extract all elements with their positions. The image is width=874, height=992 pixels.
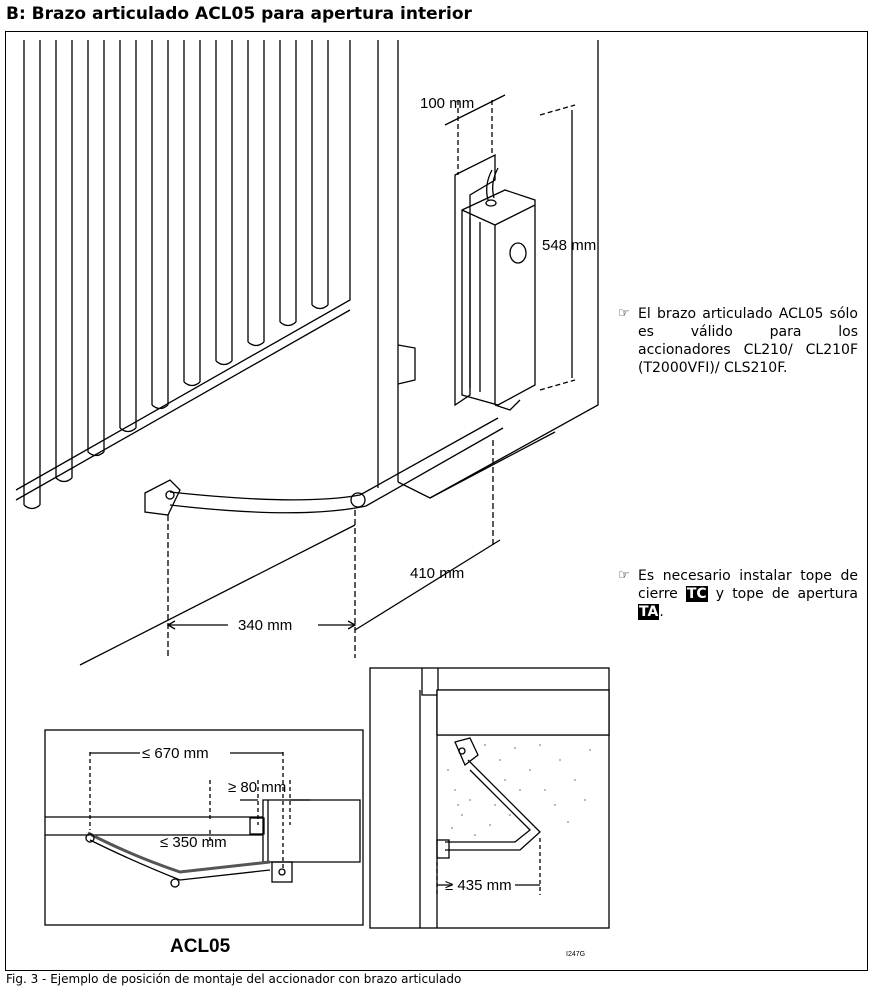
- dimension-410mm: 410 mm: [410, 565, 464, 582]
- note-compatibility: ☞ El brazo articulado ACL05 sólo es váli…: [618, 305, 858, 377]
- figure-frame: [5, 31, 868, 971]
- tag-ta: TA: [638, 604, 660, 620]
- dimension-340mm: 340 mm: [238, 617, 292, 634]
- dimension-100mm: 100 mm: [420, 95, 474, 112]
- note-compatibility-text: El brazo articulado ACL05 sólo es válido…: [638, 306, 858, 376]
- figure-caption: Fig. 3 - Ejemplo de posición de montaje …: [6, 972, 462, 986]
- dimension-350mm: ≤ 350 mm: [160, 834, 227, 851]
- dimension-80mm: ≥ 80 mm: [228, 779, 286, 796]
- model-label: ACL05: [170, 936, 231, 957]
- tag-tc: TC: [685, 586, 708, 602]
- note-stops: ☞ Es necesario instalar tope de cierre T…: [618, 567, 858, 621]
- dimension-548mm: 548 mm: [542, 237, 596, 254]
- note-stops-text: Es necesario instalar tope de cierre TC …: [638, 568, 858, 620]
- pointing-hand-icon: ☞: [618, 568, 630, 583]
- page-title: B: Brazo articulado ACL05 para apertura …: [6, 4, 472, 24]
- dimension-670mm: ≤ 670 mm: [142, 745, 209, 762]
- dimension-435mm: ≥ 435 mm: [445, 877, 512, 894]
- figure-code: I247G: [566, 951, 585, 958]
- pointing-hand-icon: ☞: [618, 306, 630, 321]
